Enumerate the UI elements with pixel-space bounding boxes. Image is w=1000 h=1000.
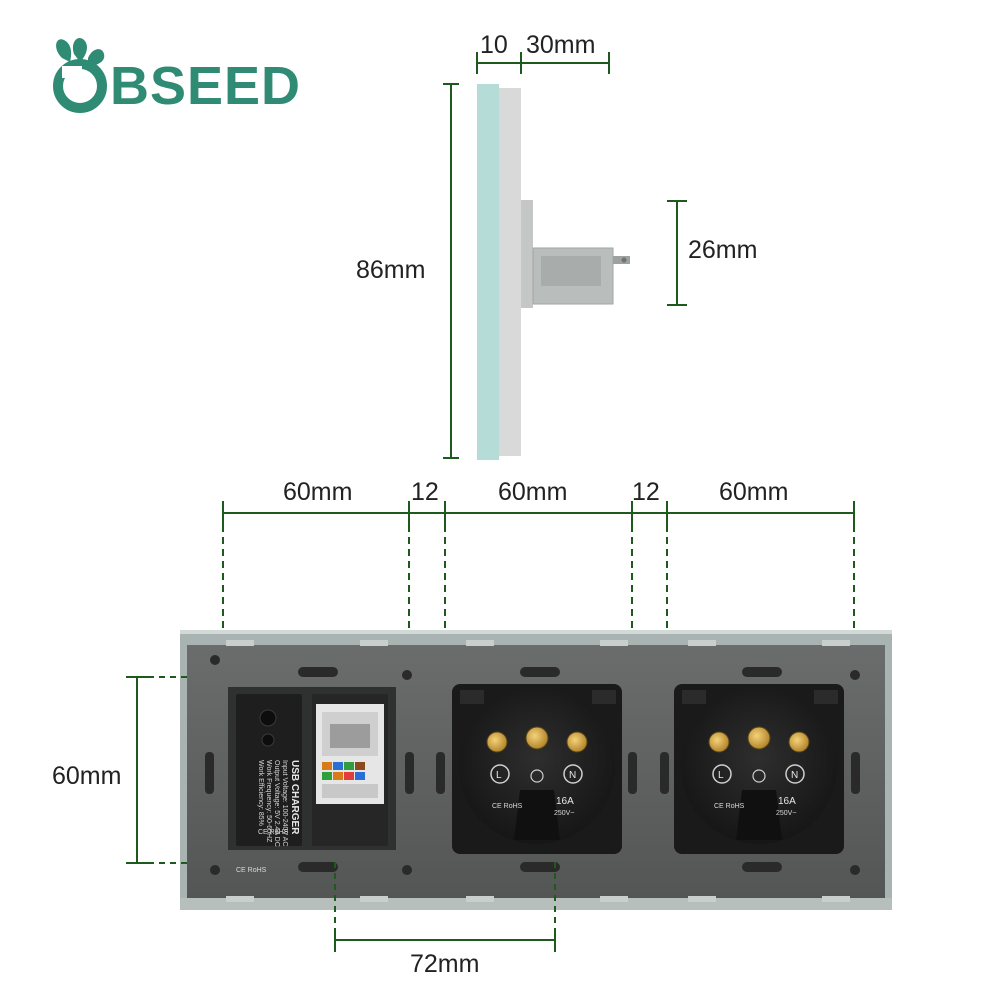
frame-marks: CE RoHS	[236, 867, 267, 874]
brand-logo: BSEED	[53, 37, 301, 116]
usb-charger-title: USB CHARGER	[289, 760, 300, 835]
socket-1-terminal-n: N	[569, 770, 576, 781]
dimension-pitch-72: 72mm	[334, 862, 556, 978]
socket-module-1: L N CE RoHS 16A 250V~	[452, 684, 622, 854]
height-86-label: 86mm	[356, 256, 425, 284]
width-label-4: 12	[632, 478, 660, 506]
dimension-height-86: 86mm	[356, 83, 459, 459]
socket-2-terminal-l: L	[718, 770, 724, 781]
usb-rj45-module: USB CHARGER Input Voltage: 100-240V AC O…	[228, 687, 396, 850]
socket-1-marks: CE RoHS	[492, 803, 523, 810]
usb-charger-block: USB CHARGER Input Voltage: 100-240V AC O…	[236, 694, 302, 847]
usb-spec-line-1: Input Voltage: 100-240V AC	[281, 760, 288, 846]
front-panel: CE RoHS USB CHARGER Input Voltage: 100-2…	[180, 630, 892, 910]
dimension-front-height-60: 60mm	[52, 676, 190, 864]
usb-spec-line-3: Work Frequency: 50-60HZ	[265, 760, 272, 843]
width-label-3: 60mm	[498, 478, 567, 506]
connector-26-label: 26mm	[688, 236, 757, 264]
socket-2-rating: 16A	[778, 796, 796, 807]
width-label-1: 60mm	[283, 478, 352, 506]
side-view: 86mm 10 30mm 26mm	[356, 31, 757, 460]
socket-module-2: L N CE RoHS 16A 250V~	[674, 684, 844, 854]
width-label-2: 12	[411, 478, 439, 506]
usb-marks: CE RoHS	[258, 829, 289, 836]
pitch-label: 72mm	[410, 950, 479, 978]
depth-30-label: 30mm	[526, 31, 595, 59]
dimension-depth: 10 30mm	[476, 31, 610, 74]
socket-1-rating: 16A	[556, 796, 574, 807]
front-width-dimensions: 60mm 12 60mm 12 60mm	[222, 478, 855, 760]
usb-spec-line-2: Output Voltage: 5V 2.4A DC	[273, 760, 280, 847]
width-label-5: 60mm	[719, 478, 788, 506]
socket-1-voltage: 250V~	[554, 810, 574, 817]
usb-spec-line-4: Work Efficiency: 85%	[257, 760, 264, 826]
back-plate-edge	[499, 88, 521, 456]
socket-2-marks: CE RoHS	[714, 803, 745, 810]
rj45-jack	[312, 694, 388, 846]
side-connector	[521, 200, 630, 308]
glass-panel-edge	[477, 84, 499, 460]
socket-2-terminal-n: N	[791, 770, 798, 781]
front-height-label: 60mm	[52, 762, 121, 790]
brand-name: BSEED	[110, 56, 301, 116]
glass-thickness-label: 10	[480, 31, 508, 59]
dimension-connector-26: 26mm	[667, 200, 757, 306]
socket-2-voltage: 250V~	[776, 810, 796, 817]
bseed-leaf-logo-icon	[53, 37, 107, 113]
socket-1-terminal-l: L	[496, 770, 502, 781]
